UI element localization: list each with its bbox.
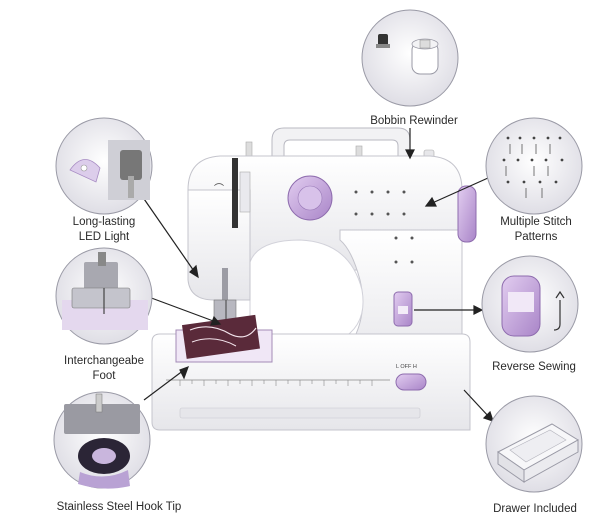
handwheel [457, 185, 477, 243]
label-text: Drawer Included [493, 503, 577, 515]
label-reverse-sewing: Reverse Sewing [484, 360, 584, 375]
feature-circle-led [55, 117, 153, 215]
feature-circle-foot [55, 247, 153, 345]
label-text-line2: Patterns [514, 231, 558, 243]
feature-circle-stitch [485, 117, 583, 215]
needle-bar [222, 268, 228, 302]
label-text-line1: Interchangeabe [64, 355, 144, 367]
ruler-ticks [179, 380, 373, 386]
switch-label: L OFF H [396, 364, 417, 370]
fabric-sample [181, 314, 260, 359]
label-text-line2: LED Light [78, 231, 130, 243]
label-bobbin-rewinder: Bobbin Rewinder [364, 114, 464, 129]
feature-circle-hook [53, 391, 151, 489]
label-led-light: Long-lasting LED Light [54, 215, 154, 245]
power-switch [395, 373, 427, 391]
label-hook-tip: Stainless Steel Hook Tip [44, 500, 194, 515]
tension-slot [239, 171, 251, 213]
label-text-line1: Long-lasting [72, 216, 136, 228]
label-drawer: Drawer Included [480, 502, 590, 517]
sewing-machine: ⌒ [151, 127, 477, 431]
label-interchangeable-foot: Interchangeabe Foot [54, 354, 154, 384]
drawer-slot [179, 407, 421, 419]
callout-lines [141, 128, 494, 422]
hook-glyph: ⌒ [214, 183, 224, 195]
machine-arch [249, 239, 364, 341]
label-text: Bobbin Rewinder [370, 115, 458, 127]
feature-circle-drawer [485, 395, 583, 493]
label-text: Stainless Steel Hook Tip [56, 501, 182, 513]
feature-circle-bobbin [361, 9, 459, 107]
thread-guide [232, 158, 238, 228]
label-text-line2: Foot [92, 370, 116, 382]
label-stitch-patterns: Multiple Stitch Patterns [486, 215, 586, 245]
label-text: Reverse Sewing [492, 361, 576, 373]
carry-handle [271, 127, 411, 161]
feature-circle-reverse [481, 255, 579, 353]
label-text-line1: Multiple Stitch [500, 216, 572, 228]
stitch-chart [354, 190, 414, 264]
